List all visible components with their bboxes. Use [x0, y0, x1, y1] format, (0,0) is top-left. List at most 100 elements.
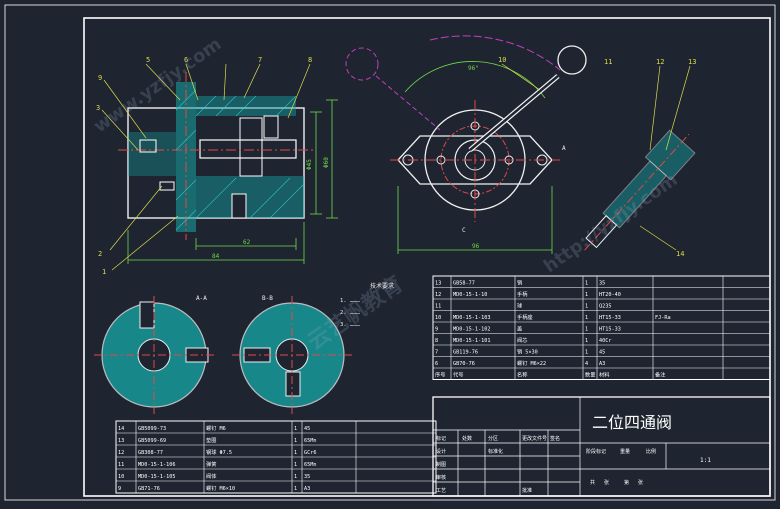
parts-lower-row-3-code: MD0-15-1-106: [138, 462, 175, 468]
balloon-2: 2: [98, 250, 102, 258]
parts-upper-row-4-name: 盖: [517, 325, 522, 333]
parts-upper-row-5-code: MD0-15-1-101: [453, 338, 490, 344]
parts-lower-row-3-material: 65Mn: [304, 462, 317, 468]
tb-row-sign: 签名: [550, 435, 560, 442]
handle-ball: [557, 45, 587, 75]
dim-84: 84: [212, 253, 220, 260]
parts-upper-row-1-qty: 1: [585, 292, 588, 298]
parts-upper-row-7-no: 6: [435, 361, 438, 367]
notes-heading: 技术要求: [370, 282, 394, 290]
tb-process: 工艺: [436, 488, 446, 494]
balloon-5: 5: [146, 56, 150, 64]
tb-scale: 比例: [646, 448, 656, 455]
tb-drawn: 制图: [436, 461, 446, 468]
parts-upper-row-6-qty: 1: [585, 350, 588, 356]
parts-upper-header-material: 材料: [599, 371, 609, 379]
outer-border: [4, 4, 776, 501]
parts-upper-row-0-code: GB58-77: [453, 281, 475, 287]
spool-bore: [199, 139, 297, 159]
parts-upper-header-name: 名称: [517, 371, 527, 379]
handle-ball-phantom: [345, 47, 379, 81]
parts-upper-row-3-no: 10: [435, 315, 441, 321]
parts-lower-row-4-code: MD0-15-1-105: [138, 474, 175, 480]
parts-lower-row-0-material: 45: [304, 426, 310, 432]
parts-lower-row-5-no: 9: [118, 486, 121, 492]
tb-approve: 批准: [522, 487, 532, 494]
parts-upper-row-4-no: 9: [435, 327, 438, 333]
parts-lower-row-2-code: GB308-77: [138, 450, 163, 456]
parts-lower-row-1-code: GB5099-69: [138, 438, 166, 444]
tb-weight: 重量: [620, 448, 630, 455]
parts-lower-row-4-qty: 1: [294, 474, 297, 480]
parts-lower-row-0-qty: 1: [294, 426, 297, 432]
parts-upper-row-6-no: 7: [435, 350, 438, 356]
dim-phi60: Φ60: [323, 157, 330, 168]
tb-check: 审核: [436, 474, 446, 481]
drawing-title: 二位四通阀: [592, 413, 672, 432]
parts-upper-row-0-no: 13: [435, 281, 441, 287]
parts-lower-row-4-no: 10: [118, 474, 124, 480]
parts-lower-row-4-material: 35: [304, 474, 310, 480]
parts-upper-header-no: 序号: [435, 371, 445, 379]
upper-port: [263, 115, 279, 139]
parts-lower-row-0-name: 螺钉 M6: [206, 424, 226, 432]
section-a-slot: [139, 301, 155, 329]
tb-sheet-unit: 张: [604, 479, 609, 486]
balloon-9: 9: [98, 74, 102, 82]
parts-upper-row-3-name: 手柄座: [517, 313, 533, 321]
title-block-frame: [432, 396, 771, 497]
handle-detail-view: 12 13 14: [584, 58, 696, 258]
parts-upper-row-6-material: 45: [599, 350, 605, 356]
balloon-8: 8: [308, 56, 312, 64]
dim-phi45: Φ45: [306, 159, 313, 170]
parts-upper-row-3-qty: 1: [585, 315, 588, 321]
tb-stage: 阶段标记: [586, 448, 606, 455]
bottom-section: [196, 176, 304, 218]
tb-sheet-no: 第: [624, 479, 629, 486]
handle-arm-inner: [469, 75, 559, 151]
parts-lower-row-3-name: 弹簧: [206, 460, 216, 468]
tb-row-mark: 标记: [436, 435, 446, 442]
parts-upper-row-3-material: HT15-33: [599, 315, 621, 321]
parts-lower-row-4-name: 阀体: [206, 472, 217, 480]
tb-standard: 标准化: [488, 448, 503, 455]
parts-upper-row-2-material: Q235: [599, 304, 612, 310]
tb-design: 设计: [436, 448, 446, 455]
parts-upper-header-code: 代号: [453, 371, 463, 379]
balloon-6: 6: [184, 56, 188, 64]
inner-frame: [83, 17, 771, 497]
note-line-3: 3. ………: [340, 322, 361, 328]
dim-96-deg: 96°: [468, 65, 479, 72]
parts-upper-row-1-code: MD0-15-1-10: [453, 292, 487, 298]
dim-62: 62: [243, 239, 251, 246]
parts-lower-row-3-no: 11: [118, 462, 124, 468]
parts-upper-row-2-qty: 1: [585, 304, 588, 310]
tb-row-count: 处数: [462, 435, 472, 442]
parts-lower-row-2-material: GCr6: [304, 450, 317, 456]
dim-96: 96: [472, 243, 480, 250]
parts-lower-row-0-no: 14: [118, 426, 124, 432]
parts-upper-row-1-name: 手柄: [517, 290, 527, 298]
parts-upper-row-0-material: 35: [599, 281, 605, 287]
note-line-2: 2. ………: [340, 310, 361, 316]
parts-upper-row-7-material: A3: [599, 361, 605, 367]
parts-upper-row-1-material: HT20-40: [599, 292, 621, 298]
parts-upper-row-2-name: 球: [517, 302, 523, 310]
screw-detail: [139, 139, 157, 153]
parts-upper-row-4-qty: 1: [585, 327, 588, 333]
detail-center: [584, 133, 690, 251]
balloon-1: 1: [102, 268, 106, 276]
parts-lower-row-5-code: GB71-76: [138, 486, 160, 492]
parts-lower-row-3-qty: 1: [294, 462, 297, 468]
front-section-view: 62 84 Φ45 Φ60 9 5 6 7 8 3 2 1: [96, 56, 338, 276]
parts-upper-row-7-qty: 4: [585, 361, 588, 367]
parts-lower-row-1-qty: 1: [294, 438, 297, 444]
balloon-7: 7: [258, 56, 262, 64]
parts-lower-row-1-material: 65Mn: [304, 438, 317, 444]
note-line-1: 1. ………: [340, 298, 361, 304]
parts-lower-row-5-name: 螺钉 M6×10: [206, 484, 235, 492]
tb-sheet-total: 共: [590, 479, 595, 486]
parts-upper-row-7-code: GB70-76: [453, 361, 475, 367]
